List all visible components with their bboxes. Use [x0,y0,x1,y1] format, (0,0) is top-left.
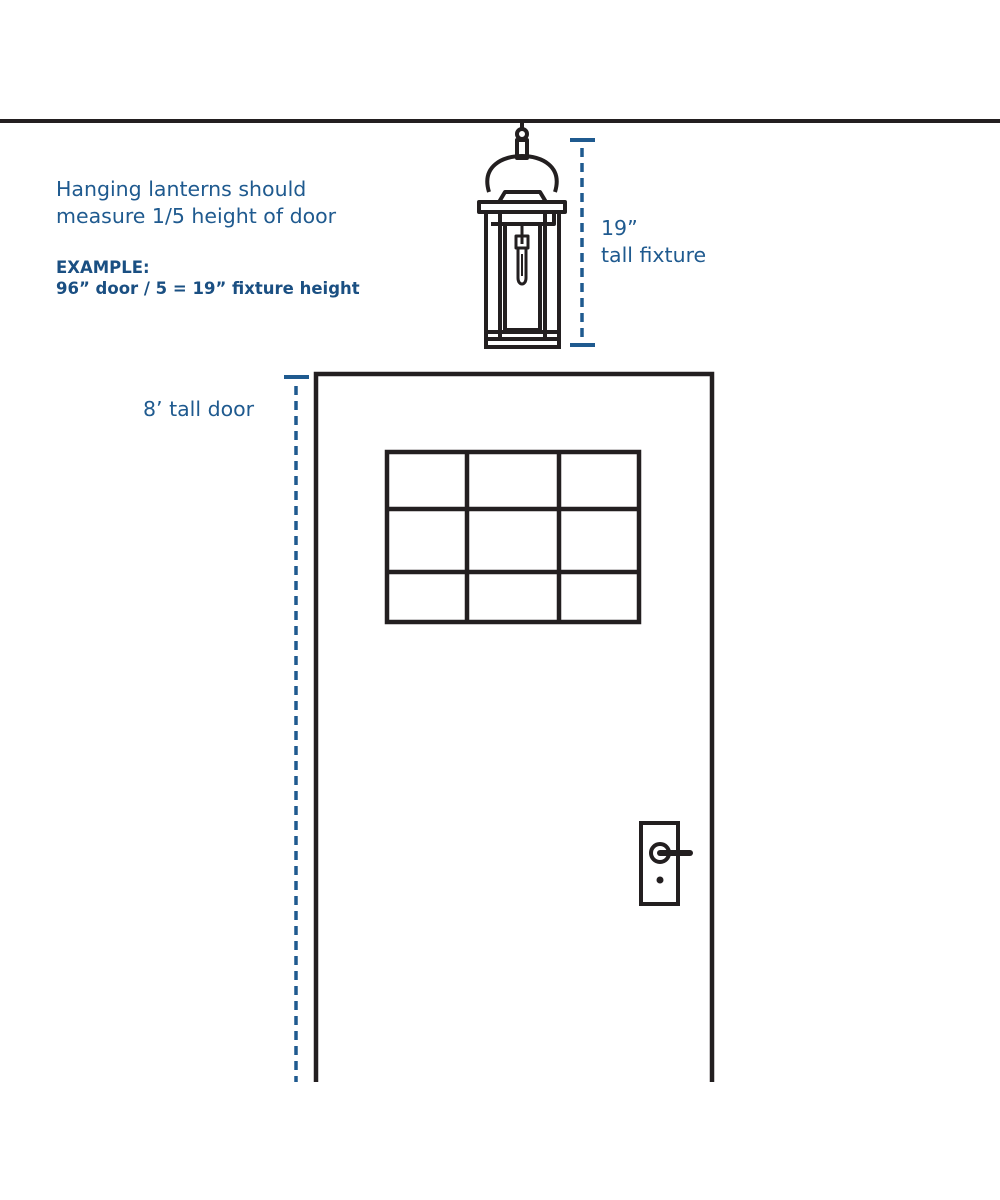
example-heading: EXAMPLE: [56,258,150,277]
door-window [384,449,642,625]
example-formula: 96” door / 5 = 19” fixture height [56,279,360,298]
hanging-lantern-icon [477,123,567,349]
fixture-height-caption: tall fixture [601,243,707,267]
guide-note-line-1: Hanging lanterns should [56,177,307,201]
door-lever-handle-icon [639,821,693,906]
fixture-height-value: 19” [601,216,638,240]
guide-note-line-2: measure 1/5 height of door [56,204,337,228]
door-outline [313,371,715,1082]
fixture-dimension-line [570,138,595,347]
door-dimension-line [284,375,309,1082]
door-height-label: 8’ tall door [143,397,255,421]
